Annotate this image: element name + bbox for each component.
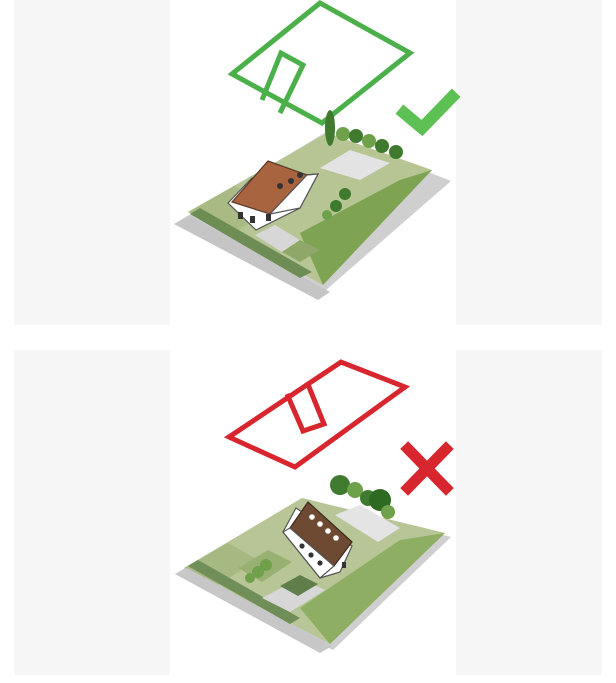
- roof-window: [309, 514, 315, 520]
- house-window: [250, 216, 255, 223]
- tree: [381, 505, 395, 519]
- ground-plot: [174, 132, 451, 300]
- house-window: [342, 562, 346, 568]
- house-window: [317, 560, 322, 565]
- footprint-outline: [232, 3, 410, 123]
- roof-window: [333, 535, 339, 541]
- dormer-window: [288, 178, 294, 184]
- house-window: [299, 543, 304, 548]
- tree: [330, 200, 342, 212]
- correct-scene-illustration: [0, 0, 616, 330]
- tree: [362, 134, 376, 148]
- incorrect-scene-illustration: [0, 350, 616, 680]
- tree: [330, 475, 350, 495]
- incorrect-scene-panel: [0, 350, 616, 680]
- tree: [375, 139, 389, 153]
- house-window: [238, 212, 243, 219]
- dormer-window: [297, 172, 303, 178]
- correct-scene-panel: [0, 0, 616, 330]
- cross-icon: [408, 449, 446, 488]
- house-window: [266, 214, 271, 221]
- tree: [349, 129, 363, 143]
- tree: [325, 110, 335, 146]
- footprint-outline: [229, 362, 405, 467]
- tree: [336, 127, 350, 141]
- house-window: [308, 552, 313, 557]
- roof-window: [317, 521, 323, 527]
- dormer-window: [277, 183, 283, 189]
- tree: [389, 145, 403, 159]
- tree: [339, 188, 351, 200]
- tree: [322, 210, 332, 220]
- tree: [245, 573, 255, 583]
- check-icon: [404, 97, 452, 128]
- roof-window: [325, 528, 331, 534]
